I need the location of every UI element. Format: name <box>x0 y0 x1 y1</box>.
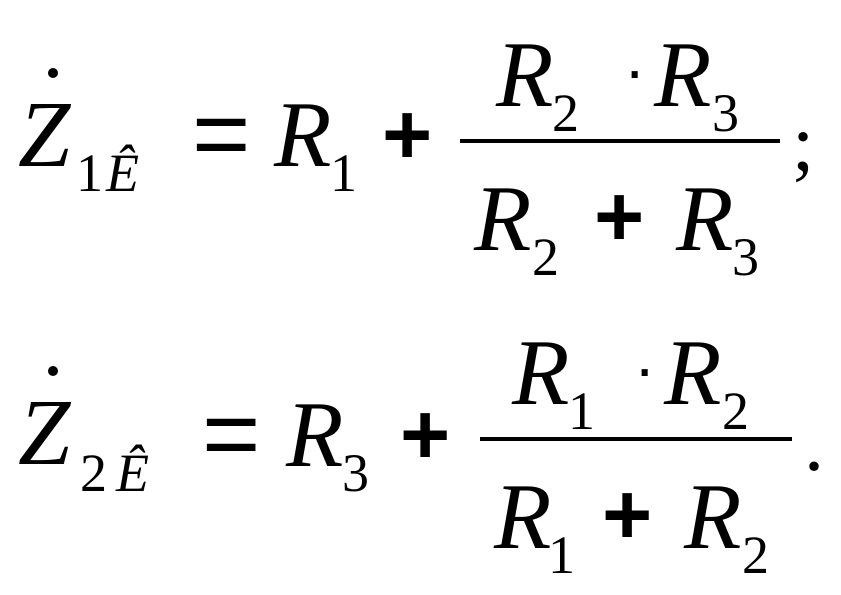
lhs-sub-letter-2: Ê <box>116 443 149 503</box>
den-r-a-sub-1: 2 <box>532 227 559 287</box>
den-r-a-1: R <box>474 167 532 271</box>
equation-2: Z 2 Ê = R 3 + R 1 · R 2 R 1 + R 2 . <box>0 300 841 595</box>
den-r-b-1: R <box>676 167 734 271</box>
term-r-2: R <box>286 383 344 487</box>
lhs-sub-number-2: 2 <box>80 443 107 503</box>
term-r-1: R <box>274 83 332 187</box>
num-r-a-2: R <box>512 321 570 425</box>
den-r-a-sub-2: 1 <box>548 525 575 585</box>
num-r-a-1: R <box>496 23 554 127</box>
period-2: . <box>804 400 824 488</box>
den-plus-2: + <box>602 467 653 563</box>
lhs-sub-letter-1: Ê <box>106 143 139 203</box>
overdot-z1 <box>48 68 58 78</box>
num-r-b-2: R <box>664 321 722 425</box>
num-r-b-sub-2: 2 <box>722 381 749 441</box>
den-r-b-sub-1: 3 <box>732 227 759 287</box>
equals-sign-1: = <box>192 78 251 190</box>
fraction-bar-1 <box>460 139 780 143</box>
num-r-a-sub-2: 1 <box>568 381 595 441</box>
num-r-b-1: R <box>654 23 712 127</box>
fraction-bar-2 <box>480 437 792 441</box>
den-plus-1: + <box>594 169 645 265</box>
num-r-a-sub-1: 2 <box>552 83 579 143</box>
equals-sign-2: = <box>202 378 261 490</box>
lhs-sub-number-1: 1 <box>76 143 103 203</box>
den-r-b-2: R <box>684 465 742 569</box>
lhs-symbol-z1: Z <box>18 83 71 187</box>
equation-1: Z 1 Ê = R 1 + R 2 · R 3 R 2 + R 3 ; <box>0 0 841 290</box>
den-r-b-sub-2: 2 <box>742 525 769 585</box>
den-r-a-2: R <box>494 465 552 569</box>
plus-sign-1: + <box>382 87 433 183</box>
lhs-symbol-z2: Z <box>18 381 71 485</box>
num-times-1: · <box>624 34 646 106</box>
term-r-sub-2: 3 <box>342 443 369 503</box>
semicolon-1: ; <box>792 100 815 188</box>
num-r-b-sub-1: 3 <box>712 83 739 143</box>
plus-sign-2: + <box>400 387 451 483</box>
num-times-2: · <box>634 332 656 404</box>
term-r-sub-1: 1 <box>330 143 357 203</box>
overdot-z2 <box>48 366 58 376</box>
